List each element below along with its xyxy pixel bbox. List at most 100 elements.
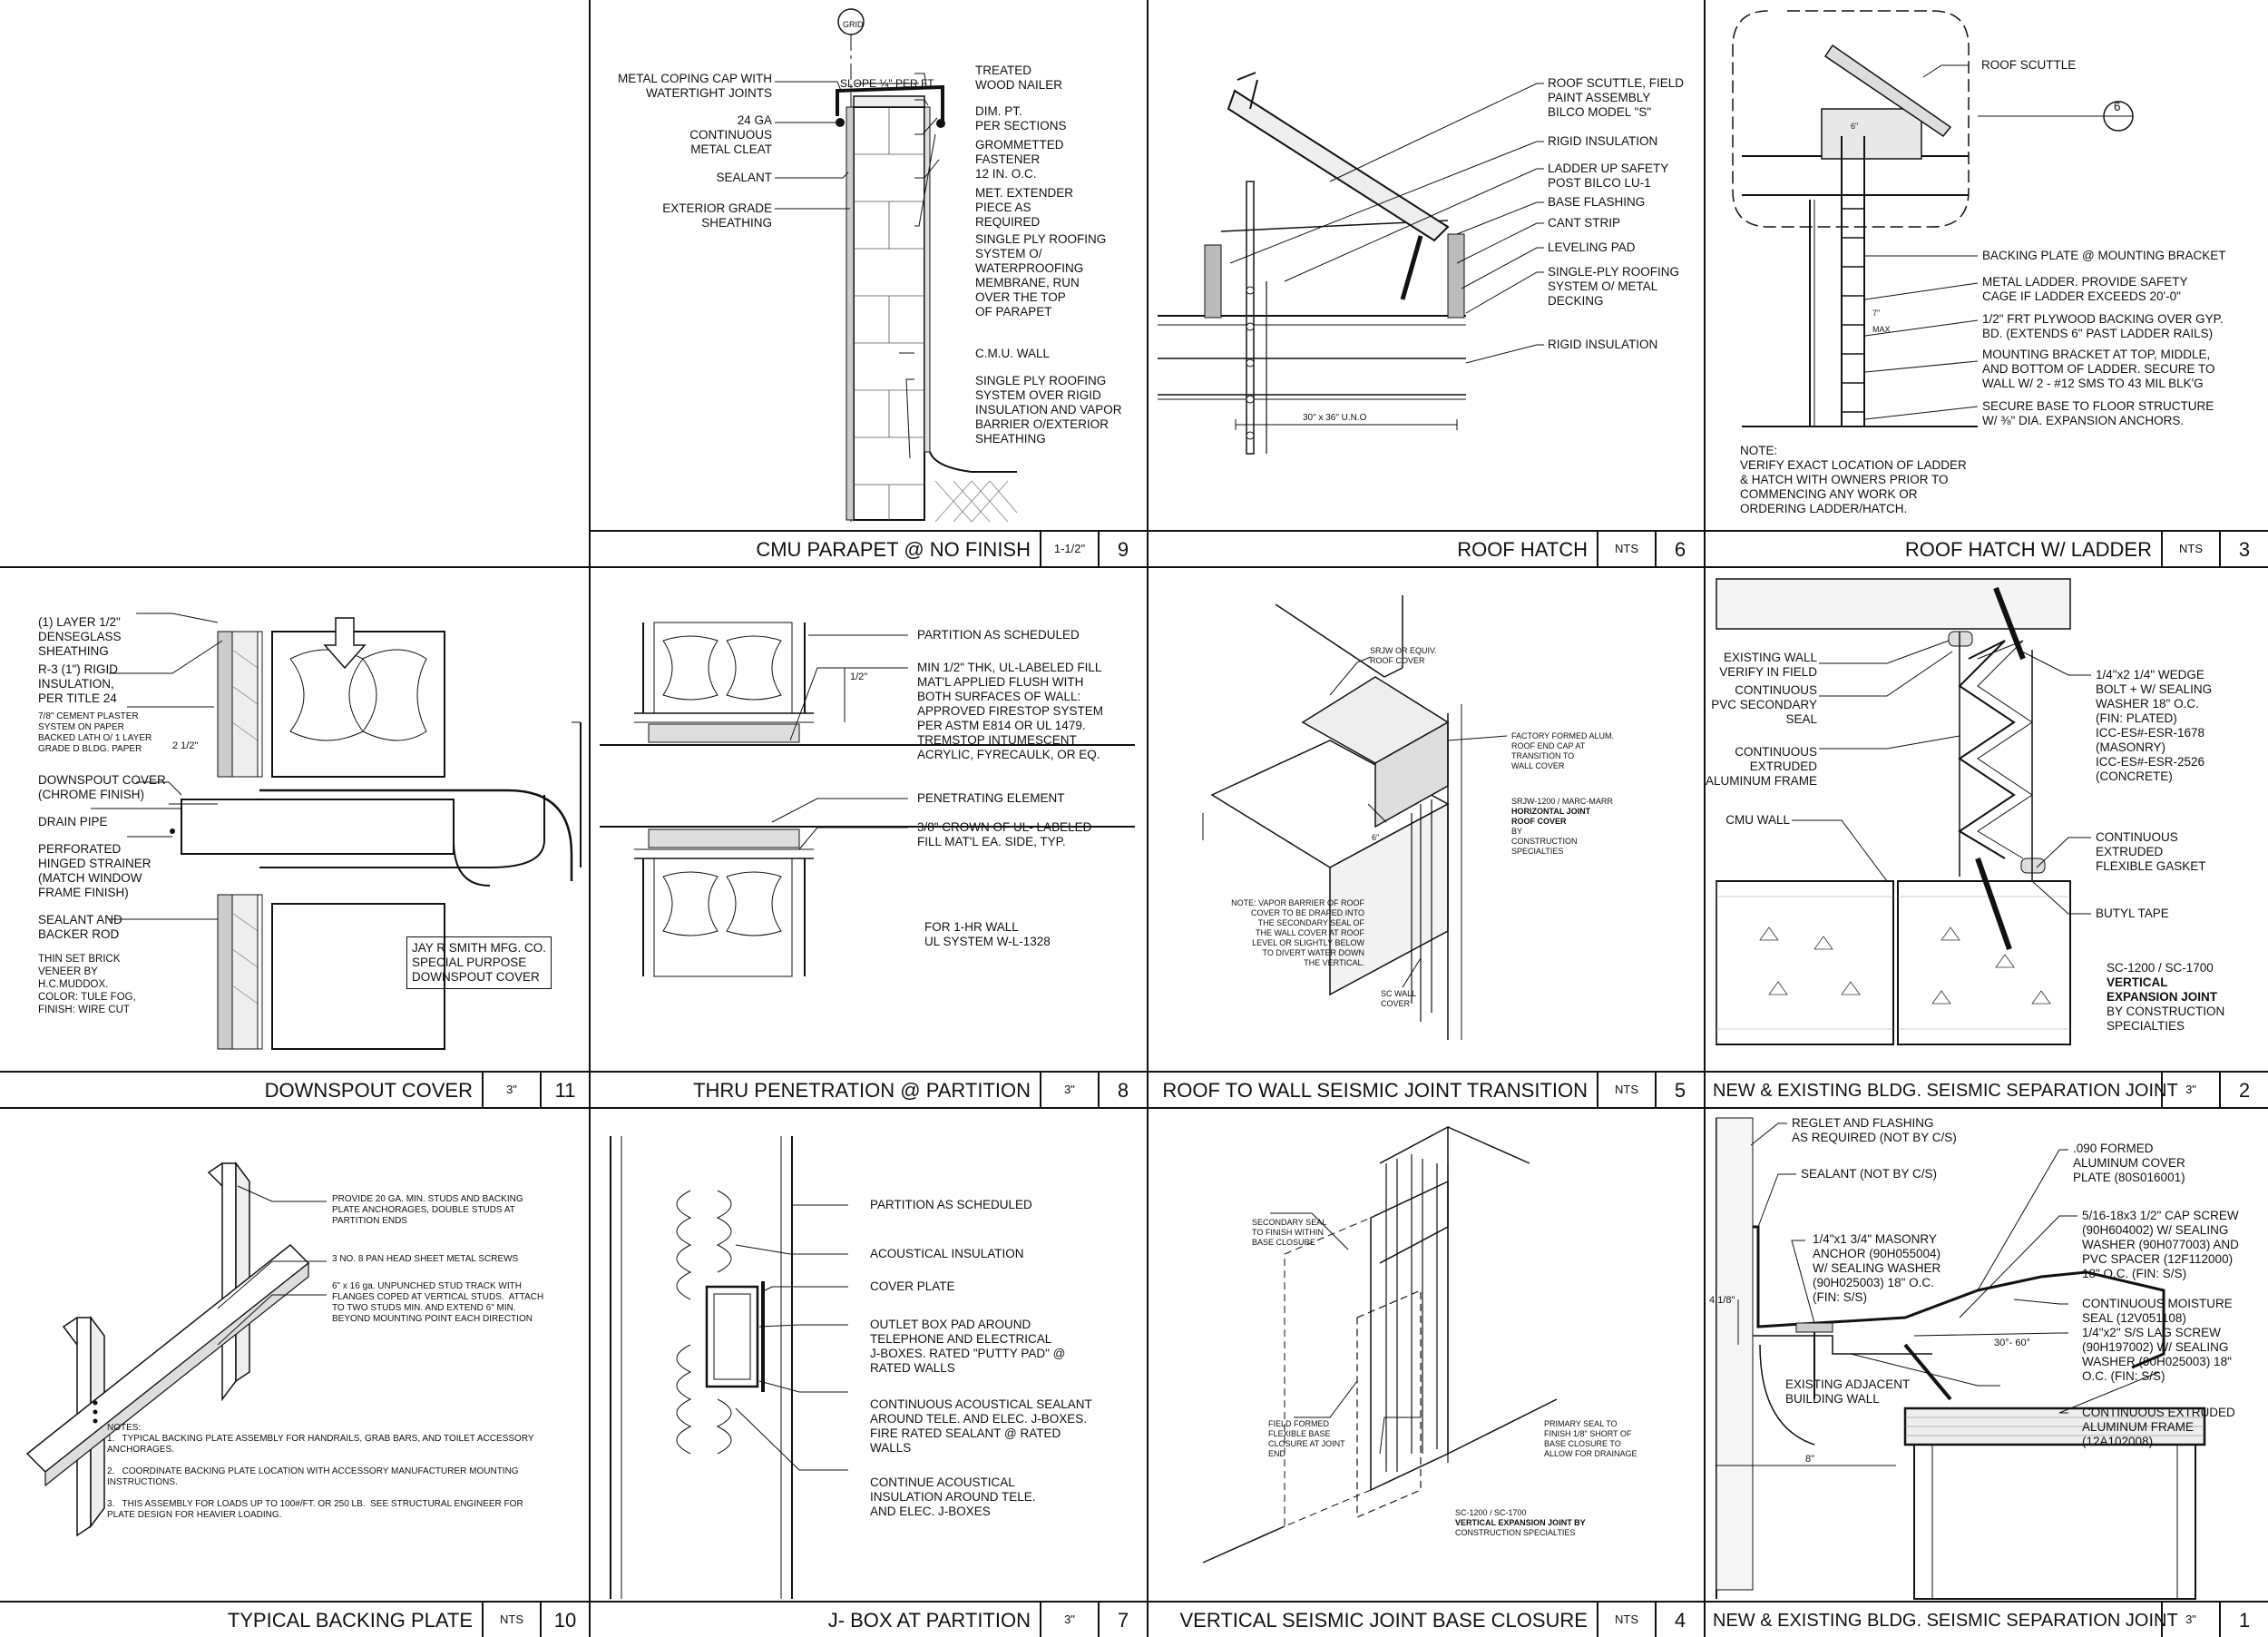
ladder-note-scuttle: ROOF SCUTTLE	[1981, 58, 2077, 72]
ladder-note-plywood: 1/2" FRT PLYWOOD BACKING OVER GYP. BD. (…	[1982, 312, 2224, 340]
cover-note-cap-screw: 5/16-18x3 1/2" CAP SCREW (90H604002) W/ …	[2082, 1209, 2239, 1280]
hatch-note-cant: CANT STRIP	[1548, 216, 1621, 230]
parapet-drawing	[775, 8, 1018, 523]
penetration-note-element: PENETRATING ELEMENT	[917, 791, 1065, 805]
detail-number: 2	[2238, 1079, 2251, 1102]
downspout-note-sealant: SEALANT AND BACKER ROD	[38, 913, 122, 941]
jbox-note-sealant: CONTINUOUS ACOUSTICAL SEALANT AROUND TEL…	[870, 1397, 1092, 1455]
ladder-general-note: NOTE: VERIFY EXACT LOCATION OF LADDER & …	[1740, 444, 1967, 515]
detail-5-roof-wall-transition: SRJW OR EQUIV. ROOF COVER FACTORY FORMED…	[1149, 568, 1706, 1109]
closure-product-bold: VERTICAL EXPANSION JOINT BY	[1455, 1518, 1586, 1527]
backing-note-track: 6" x 16 ga. UNPUNCHED STUD TRACK WITH FL…	[332, 1281, 544, 1324]
detail-6-roof-hatch: ROOF SCUTTLE, FIELD PAINT ASSEMBLY BILCO…	[1149, 0, 1706, 568]
downspout-note-insulation: R-3 (1") RIGID INSULATION, PER TITLE 24	[38, 662, 119, 705]
detail-7-title-bar: J- BOX AT PARTITION 3" 7	[591, 1601, 1147, 1637]
cover-dim-height: 4 1/8"	[1709, 1295, 1735, 1306]
detail-title: ROOF HATCH W/ LADDER	[1904, 538, 2152, 561]
downspout-note-plaster: 7/8" CEMENT PLASTER SYSTEM ON PAPER BACK…	[38, 711, 152, 754]
detail-number: 1	[2238, 1609, 2251, 1632]
slope-note: SLOPE ¼" PER FT	[840, 77, 934, 90]
parapet-note-roofing: SINGLE PLY ROOFING SYSTEM O/ WATERPROOFI…	[975, 232, 1107, 319]
transition-product-by: BY CONSTRUCTION SPECIALTIES	[1511, 827, 1578, 856]
cover-note-cover-plate: .090 FORMED ALUMINUM COVER PLATE (80S016…	[2073, 1142, 2185, 1184]
detail-number: 10	[553, 1609, 577, 1632]
parapet-note-nailer: TREATED WOOD NAILER	[975, 64, 1063, 92]
closure-note-primary: PRIMARY SEAL TO FINISH 1/8" SHORT OF BAS…	[1544, 1419, 1637, 1458]
jbox-note-putty-pad: OUTLET BOX PAD AROUND TELEPHONE AND ELEC…	[870, 1318, 1066, 1375]
detail-2-seismic-joint: EXISTING WALL VERIFY IN FIELD CONTINUOUS…	[1706, 568, 2268, 1109]
jbox-note-partition: PARTITION AS SCHEDULED	[870, 1198, 1032, 1211]
jbox-note-cover-plate: COVER PLATE	[870, 1279, 955, 1293]
detail-number: 8	[1117, 1079, 1129, 1102]
jbox-note-insulation: ACOUSTICAL INSULATION	[870, 1247, 1024, 1260]
downspout-note-drain: DRAIN PIPE	[38, 815, 108, 828]
closure-product-by: CONSTRUCTION SPECIALTIES	[1455, 1528, 1576, 1537]
joint-note-pvc-seal: CONTINUOUS PVC SECONDARY SEAL	[1711, 683, 1817, 726]
closure-note-field-formed: FIELD FORMED FLEXIBLE BASE CLOSURE AT JO…	[1268, 1419, 1345, 1458]
downspout-dimension: 2 1/2"	[172, 740, 199, 751]
hatch-note-roofing: SINGLE-PLY ROOFING SYSTEM O/ METAL DECKI…	[1548, 265, 1680, 308]
hatch-note-insulation: RIGID INSULATION	[1548, 134, 1658, 148]
jbox-note-continue: CONTINUE ACOUSTICAL INSULATION AROUND TE…	[870, 1475, 1036, 1518]
hatch-note-scuttle: ROOF SCUTTLE, FIELD PAINT ASSEMBLY BILCO…	[1548, 76, 1685, 119]
hatch-dimension: 30" x 36" U.N.O	[1303, 413, 1367, 423]
downspout-boxed-note: JAY R SMITH MFG. CO. SPECIAL PURPOSE DOW…	[406, 936, 552, 989]
transition-note-roof-cover: SRJW OR EQUIV. ROOF COVER	[1370, 646, 1437, 665]
downspout-note-sheathing: (1) LAYER 1/2" DENSEGLASS SHEATHING	[38, 615, 122, 658]
hatch-note-leveling: LEVELING PAD	[1548, 240, 1636, 254]
cover-note-frame: CONTINUOUS EXTRUDED ALUMINUM FRAME (12A1…	[2082, 1406, 2235, 1448]
joint-note-cmu: CMU WALL	[1725, 813, 1790, 827]
joint-note-existing-wall: EXISTING WALL VERIFY IN FIELD	[1719, 651, 1817, 679]
backing-note-screws: 3 NO. 8 PAN HEAD SHEET METAL SCREWS	[332, 1254, 519, 1264]
detail-title: NEW & EXISTING BLDG. SEISMIC SEPARATION …	[1713, 1611, 2178, 1631]
ladder-dim-3: MAX	[1872, 325, 1891, 334]
joint-note-butyl: BUTYL TAPE	[2096, 907, 2169, 920]
joint-note-aluminum-frame: CONTINUOUS EXTRUDED ALUMINUM FRAME	[1706, 745, 1818, 788]
penetration-note-fill: MIN 1/2" THK, UL-LABELED FILL MAT'L APPL…	[917, 661, 1104, 761]
detail-title: CMU PARAPET @ NO FINISH	[756, 538, 1031, 561]
jbox-drawing	[610, 1136, 848, 1599]
parapet-note-single-ply: SINGLE PLY ROOFING SYSTEM OVER RIGID INS…	[975, 374, 1122, 446]
detail-number: 9	[1117, 538, 1129, 561]
ladder-drawing	[1732, 10, 2134, 427]
backing-general-notes: NOTES: 1. TYPICAL BACKING PLATE ASSEMBLY…	[107, 1423, 534, 1520]
parapet-note-extender: MET. EXTENDER PIECE AS REQUIRED	[975, 186, 1074, 229]
detail-9-title-bar: CMU PARAPET @ NO FINISH 1-1/2" 9	[591, 530, 1147, 566]
detail-3-roof-hatch-ladder: ROOF SCUTTLE 6 6" 7" MAX BACKING PLATE @…	[1706, 0, 2268, 568]
detail-number: 5	[1674, 1079, 1686, 1102]
detail-8-title-bar: THRU PENETRATION @ PARTITION 3" 8	[591, 1071, 1147, 1107]
joint-cover-drawing	[1716, 1117, 2206, 1600]
cover-dim-width: 8"	[1805, 1454, 1815, 1465]
detail-10-backing-plate: PROVIDE 20 GA. MIN. STUDS AND BACKING PL…	[0, 1109, 591, 1637]
detail-6-title-bar: ROOF HATCH NTS 6	[1149, 530, 1704, 566]
detail-scale: 1-1/2"	[1040, 532, 1100, 566]
detail-1-title-bar: NEW & EXISTING BLDG. SEISMIC SEPARATION …	[1706, 1601, 2268, 1637]
detail-scale: 3"	[482, 1073, 542, 1107]
cover-note-sealant: SEALANT (NOT BY C/S)	[1801, 1167, 1938, 1181]
detail-4-title-bar: VERTICAL SEISMIC JOINT BASE CLOSURE NTS …	[1149, 1601, 1704, 1637]
parapet-note-cleat: 24 GA CONTINUOUS METAL CLEAT	[689, 113, 772, 156]
detail-number: 11	[554, 1079, 576, 1102]
transition-note-end-cap: FACTORY FORMED ALUM. ROOF END CAP AT TRA…	[1511, 731, 1615, 770]
ladder-callout-number: 6	[2114, 100, 2121, 113]
detail-title: ROOF HATCH	[1457, 538, 1588, 561]
detail-9-cmu-parapet: GRID SLOPE ¼" PER FT METAL COPING CAP WI…	[591, 0, 1149, 568]
detail-number: 7	[1117, 1609, 1129, 1632]
detail-title: NEW & EXISTING BLDG. SEISMIC SEPARATION …	[1713, 1081, 2178, 1101]
detail-11-title-bar: DOWNSPOUT COVER 3" 11	[0, 1071, 589, 1107]
parapet-note-fastener: GROMMETTED FASTENER 12 IN. O.C.	[975, 138, 1064, 181]
detail-title: TYPICAL BACKING PLATE	[227, 1609, 473, 1632]
transition-product: SRJW-1200 / MARC-MARR	[1511, 797, 1613, 806]
ladder-dim-1: 6"	[1851, 122, 1859, 131]
joint-product-bold: VERTICAL EXPANSION JOINT	[2107, 975, 2218, 1004]
ladder-dim-2: 7"	[1872, 309, 1881, 318]
backing-plate-drawing	[25, 1161, 327, 1537]
detail-title: DOWNSPOUT COVER	[264, 1079, 473, 1102]
detail-3-title-bar: ROOF HATCH W/ LADDER NTS 3	[1706, 530, 2268, 566]
transition-drawing	[1202, 595, 1508, 1040]
detail-scale: 3"	[1040, 1603, 1100, 1637]
roof-hatch-drawing	[1158, 72, 1544, 455]
ladder-note-base: SECURE BASE TO FLOOR STRUCTURE W/ ⅜" DIA…	[1982, 399, 2214, 427]
grid-tag: GRID	[843, 20, 864, 29]
